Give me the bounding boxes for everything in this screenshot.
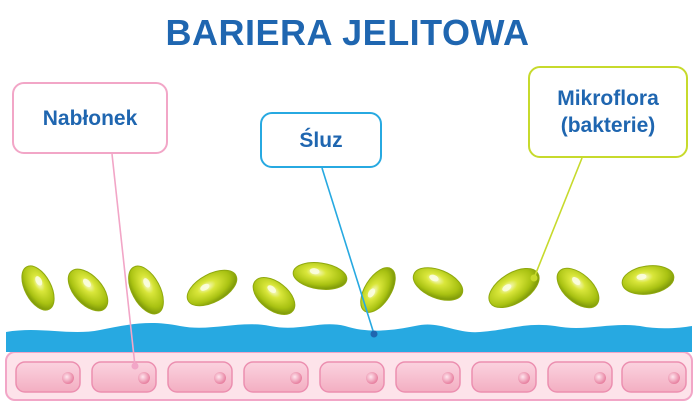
mucus-layer <box>6 323 692 352</box>
microflora-pointer-dot <box>531 275 538 282</box>
epithelial-cells <box>16 362 686 392</box>
epithelial-cell <box>472 362 536 392</box>
cell-nucleus <box>214 372 226 384</box>
mucus-pointer-dot <box>371 331 378 338</box>
epithelial-cell <box>92 362 156 392</box>
bacterium <box>620 263 675 298</box>
bacteria <box>15 259 675 321</box>
cell-nucleus <box>138 372 150 384</box>
mucus-callout: Śluz <box>260 112 382 168</box>
mucus-label: Śluz <box>299 127 342 154</box>
microflora-sublabel: (bakterie) <box>557 112 659 139</box>
microflora-label: Mikroflora <box>557 85 659 112</box>
cell-nucleus <box>518 372 530 384</box>
cell-nucleus <box>594 372 606 384</box>
bacterium <box>15 261 60 316</box>
epithelial-cell <box>622 362 686 392</box>
epithelial-cell <box>396 362 460 392</box>
bacterium <box>409 261 468 306</box>
cell-nucleus <box>442 372 454 384</box>
microflora-callout: Mikroflora (bakterie) <box>528 66 688 158</box>
bacterium <box>291 259 348 292</box>
epithelium-callout: Nabłonek <box>12 82 168 154</box>
epithelial-cell <box>168 362 232 392</box>
cell-nucleus <box>668 372 680 384</box>
epithelial-cell <box>244 362 308 392</box>
bacterium <box>482 260 545 315</box>
epithelium-label: Nabłonek <box>43 105 138 132</box>
epithelial-cell <box>16 362 80 392</box>
bacterium <box>61 262 115 318</box>
bacterium <box>550 261 606 315</box>
cell-nucleus <box>62 372 74 384</box>
microflora-leader-line <box>534 158 582 278</box>
cell-nucleus <box>366 372 378 384</box>
epithelial-cell <box>320 362 384 392</box>
bacterium <box>182 263 243 313</box>
epithelium-pointer-dot <box>132 363 139 370</box>
mucus-leader-line <box>322 168 374 334</box>
epithelial-cell <box>548 362 612 392</box>
cell-nucleus <box>290 372 302 384</box>
bacterium <box>246 270 301 322</box>
